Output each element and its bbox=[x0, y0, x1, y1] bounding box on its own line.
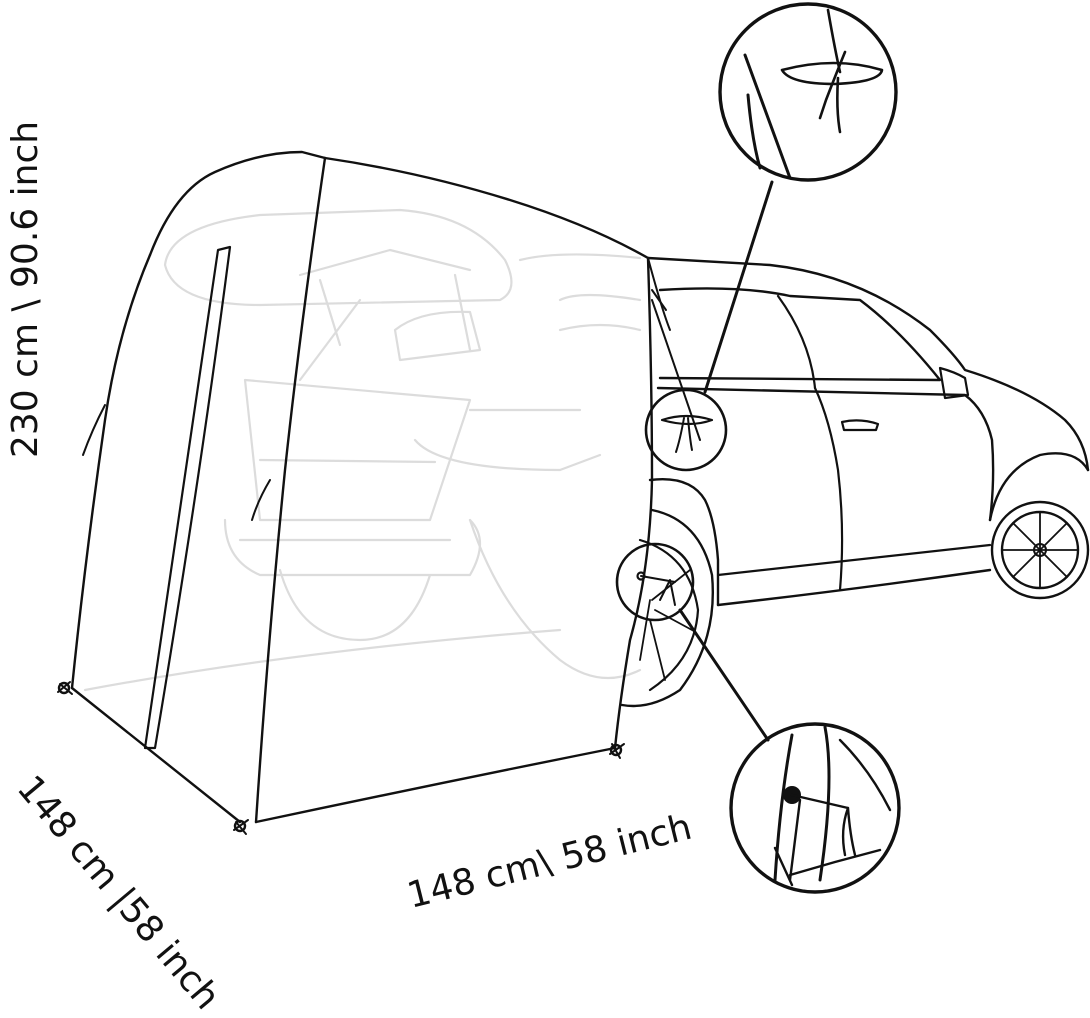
zoom-leaders bbox=[678, 180, 774, 742]
tent bbox=[57, 150, 701, 835]
bottom-zoom bbox=[729, 722, 901, 894]
height-dimension-label: 230 cm \ 90.6 inch bbox=[5, 120, 46, 458]
ghost-car-rear bbox=[83, 208, 642, 692]
car-body bbox=[620, 256, 1090, 708]
top-zoom bbox=[718, 2, 898, 182]
attachment-markers bbox=[615, 388, 728, 622]
tent-diagram: 230 cm \ 90.6 inch 148 cm |58 inch 148 c… bbox=[5, 2, 1090, 1018]
illustration bbox=[57, 2, 1090, 894]
